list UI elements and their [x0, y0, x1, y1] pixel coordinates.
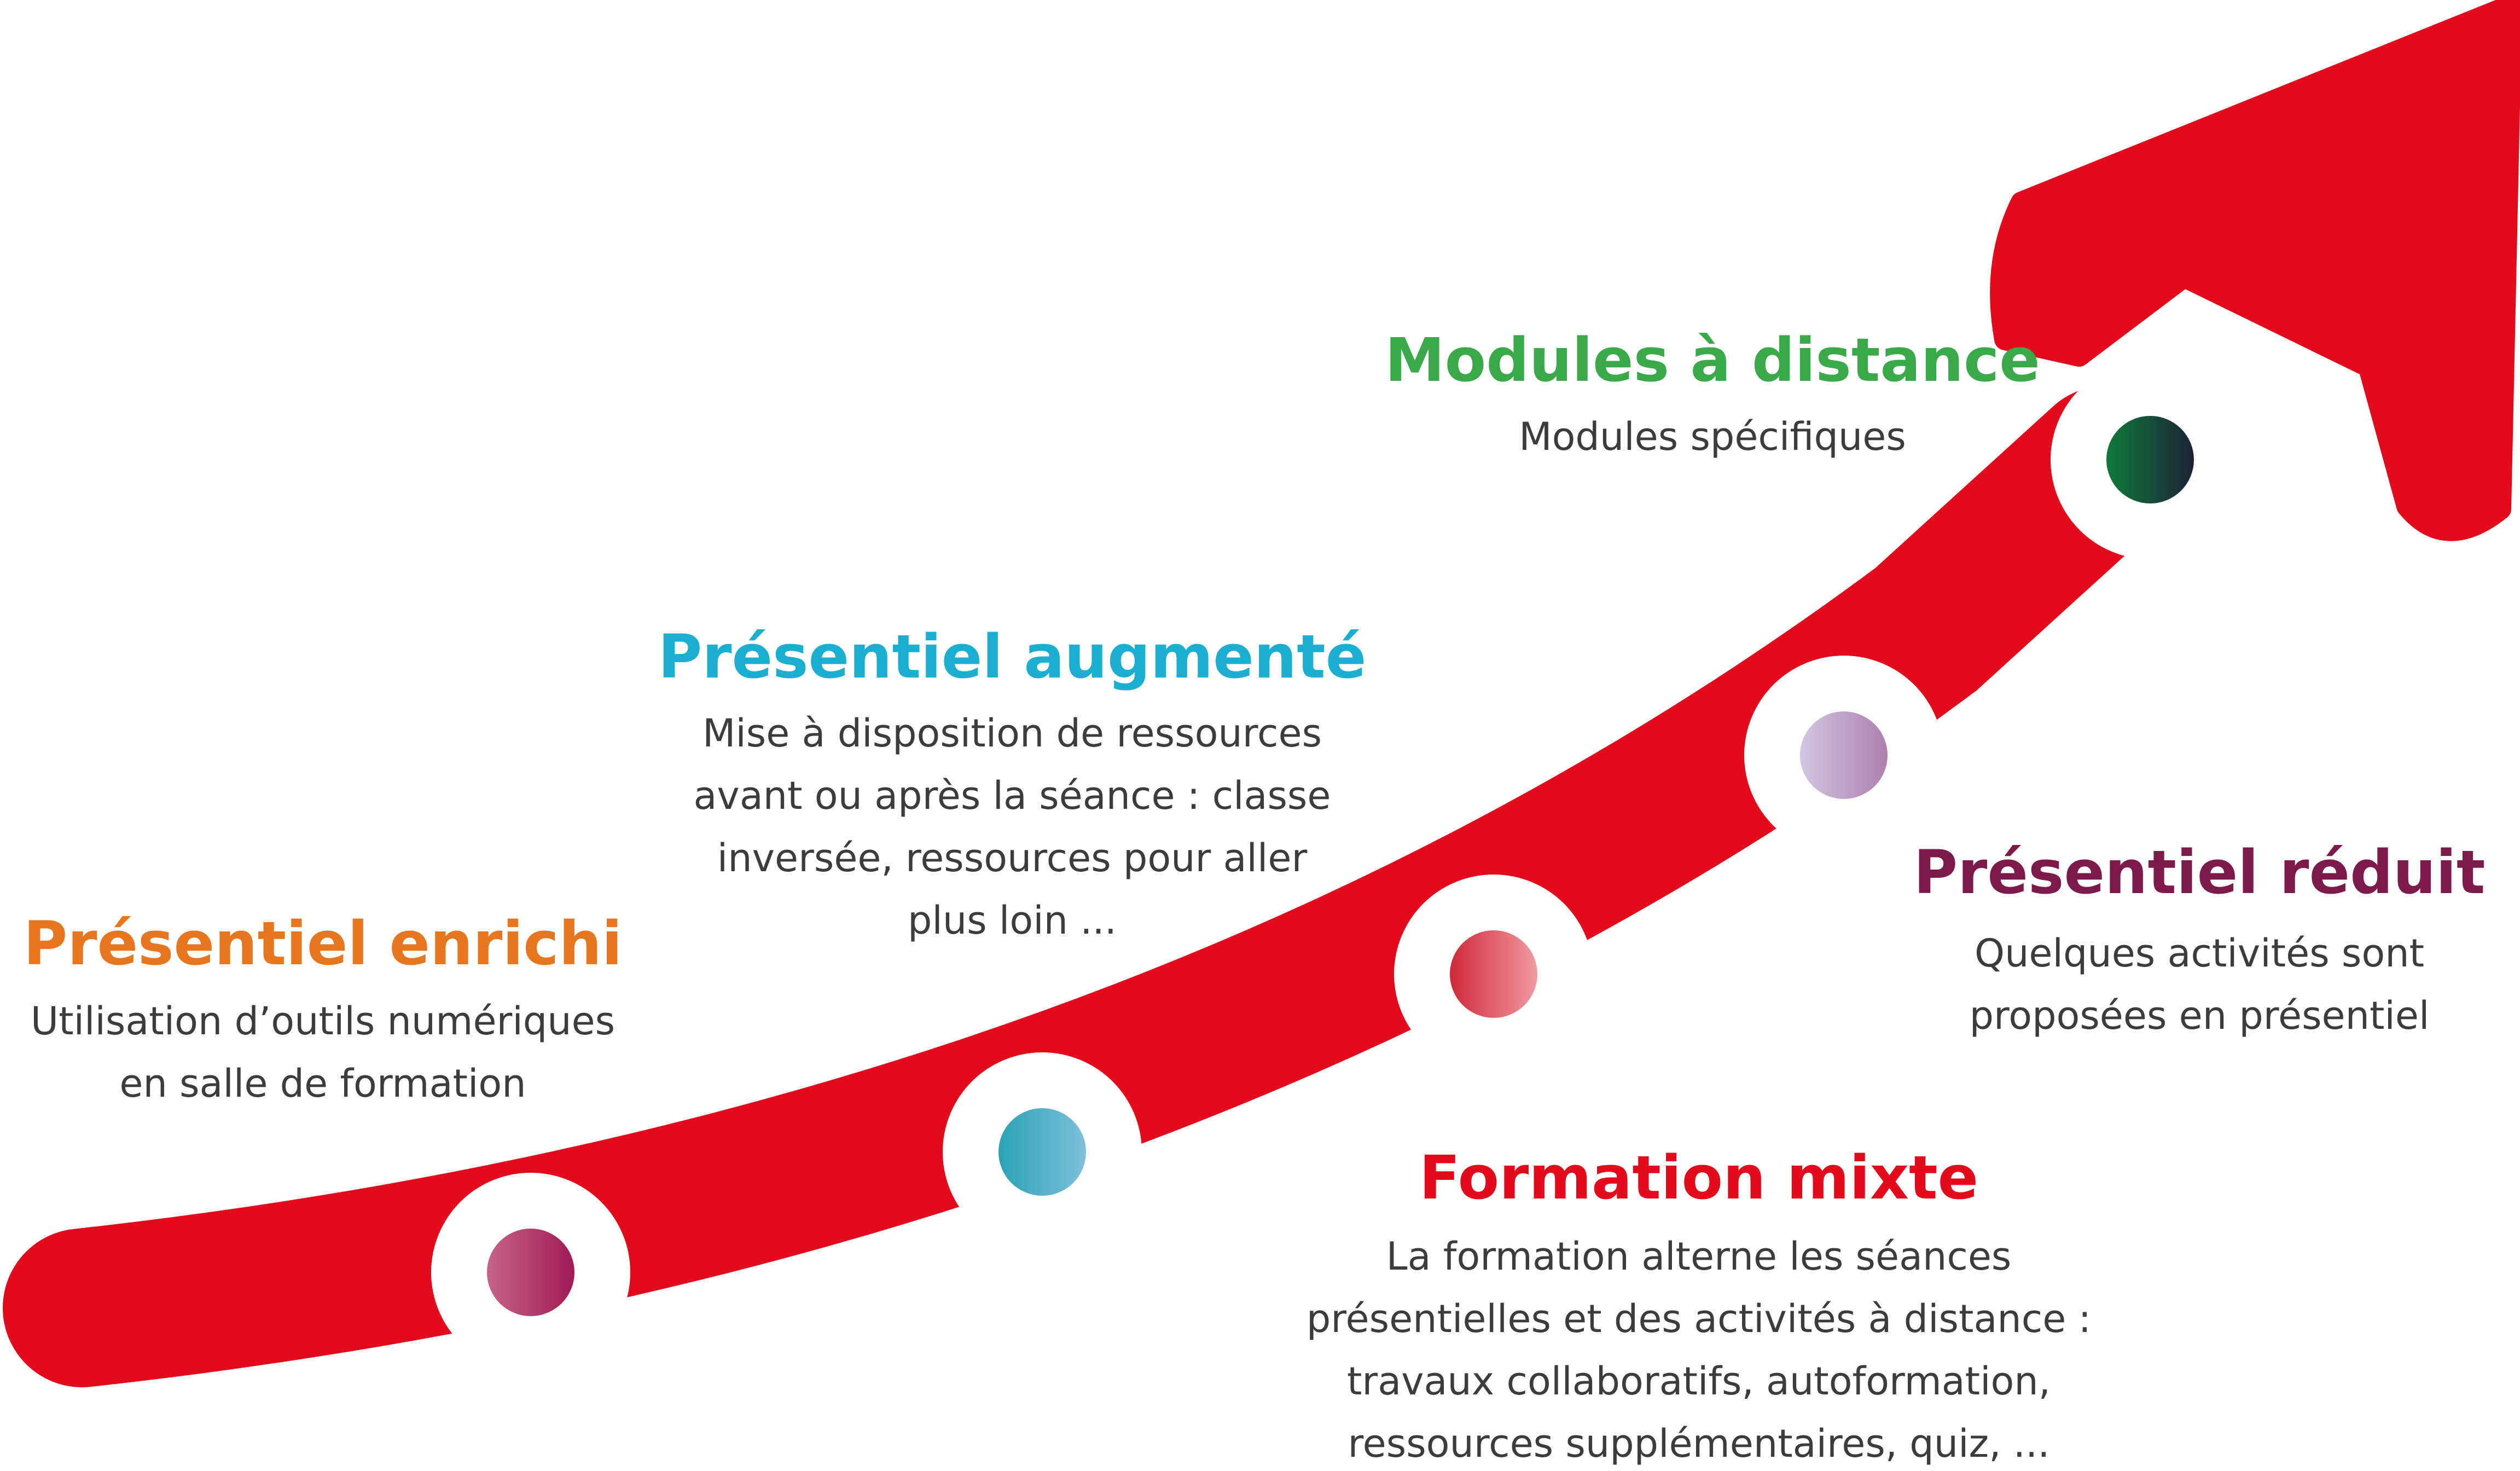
milestone-4-dot [1800, 711, 1888, 799]
milestone-1-dot [487, 1229, 574, 1316]
milestone-3-dot [1450, 930, 1537, 1018]
milestone-1-desc-line-2: en salle de formation [119, 1061, 526, 1106]
milestone-2-desc-line-1: Mise à disposition de ressources [702, 711, 1322, 756]
milestone-2: Présentiel augmenté Mise à disposition d… [658, 622, 1367, 1252]
progression-arrowhead [1990, 0, 2520, 541]
milestone-4-desc-line-2: proposées en présentiel [1970, 993, 2430, 1038]
milestone-2-title: Présentiel augmenté [658, 622, 1367, 692]
milestone-3-desc-line-2: présentielles et des activités à distanc… [1307, 1296, 2091, 1341]
milestone-3-desc-line-1: La formation alterne les séances [1386, 1234, 2012, 1279]
milestone-2-desc-line-3: inversée, ressources pour aller [717, 836, 1308, 881]
milestone-3-title: Formation mixte [1419, 1143, 1978, 1213]
milestone-1-desc-line-1: Utilisation d’outils numériques [31, 999, 615, 1044]
milestone-2-desc-line-2: avant ou après la séance : classe [694, 773, 1331, 818]
milestone-1-title: Présentiel enrichi [24, 908, 623, 978]
milestone-1: Présentiel enrichi Utilisation d’outils … [24, 908, 630, 1372]
milestone-2-dot [998, 1108, 1086, 1196]
milestone-5: Modules à distance Modules spécifiques [1385, 325, 2250, 559]
milestone-3-desc-line-3: travaux collaboratifs, autoformation, [1347, 1359, 2051, 1404]
milestone-2-desc-line-4: plus loin ... [908, 898, 1117, 943]
progression-arrow-body [3, 386, 2186, 1387]
milestone-4-desc-line-1: Quelques activités sont [1975, 931, 2424, 976]
milestone-5-desc-line-1: Modules spécifiques [1519, 414, 1906, 459]
milestone-5-dot [2106, 416, 2194, 503]
milestone-4-title: Présentiel réduit [1914, 837, 2486, 907]
milestone-5-title: Modules à distance [1385, 325, 2040, 395]
milestone-3-desc-line-4: ressources supplémentaires, quiz, ... [1348, 1421, 2049, 1466]
milestone-4: Présentiel réduit Quelques activités son… [1744, 656, 2485, 1038]
milestone-3: Formation mixte La formation alterne les… [1307, 875, 2091, 1466]
